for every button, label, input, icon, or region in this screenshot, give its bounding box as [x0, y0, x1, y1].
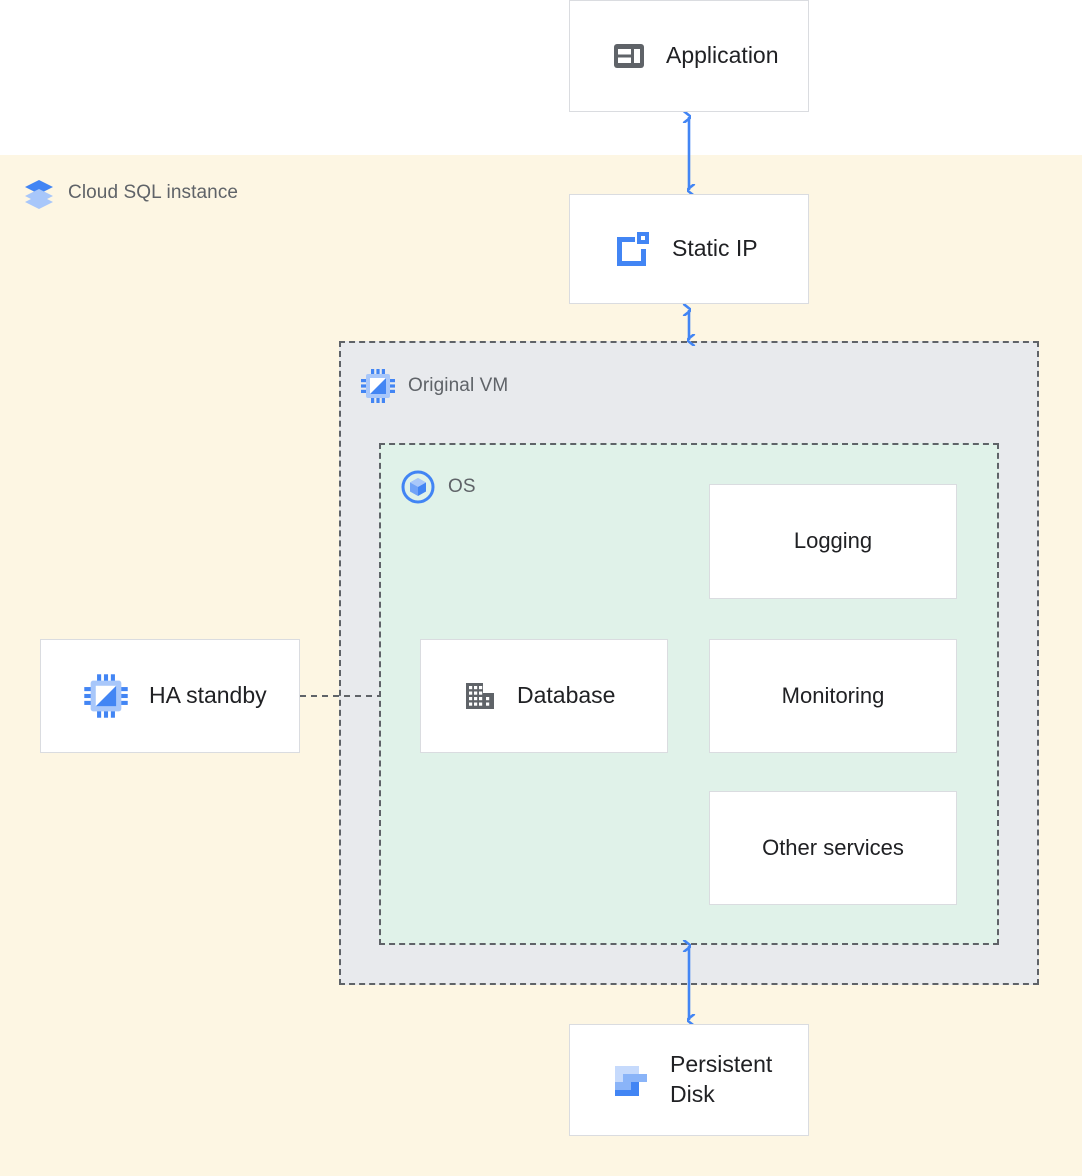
ha-standby-node[interactable]: HA standby [40, 639, 300, 753]
database-node[interactable]: Database [420, 639, 668, 753]
persistent-disk-icon [612, 1061, 650, 1099]
os-disk-icon [400, 469, 436, 505]
monitoring-node[interactable]: Monitoring [709, 639, 957, 753]
logging-node-label: Logging [793, 528, 873, 554]
vm-chip-icon [360, 368, 396, 404]
application-node-label: Application [666, 42, 779, 69]
other-services-node[interactable]: Other services [709, 791, 957, 905]
original-vm-label: Original VM [408, 375, 509, 396]
logging-node[interactable]: Logging [709, 484, 957, 599]
original-vm-label-group: Original VM [360, 368, 508, 404]
static-ip-node-label: Static IP [672, 235, 758, 262]
vm-chip-icon [83, 673, 129, 719]
database-node-label: Database [517, 682, 616, 709]
other-services-node-label: Other services [762, 834, 904, 860]
application-window-icon [612, 39, 646, 73]
static-ip-icon [612, 229, 652, 269]
cloud-sql-icon [22, 176, 56, 210]
persistent-disk-node-label: Persistent Disk [670, 1051, 773, 1107]
cloud-sql-instance-label-group: Cloud SQL instance [22, 176, 238, 210]
monitoring-node-label: Monitoring [781, 682, 885, 708]
os-label-group: OS [400, 469, 476, 505]
persistent-disk-node[interactable]: Persistent Disk [569, 1024, 809, 1136]
ha-standby-node-label: HA standby [149, 682, 267, 709]
static-ip-node[interactable]: Static IP [569, 194, 809, 304]
cloud-sql-instance-label: Cloud SQL instance [68, 182, 239, 203]
database-building-icon [463, 679, 497, 713]
application-node[interactable]: Application [569, 0, 809, 112]
os-label: OS [448, 476, 476, 497]
